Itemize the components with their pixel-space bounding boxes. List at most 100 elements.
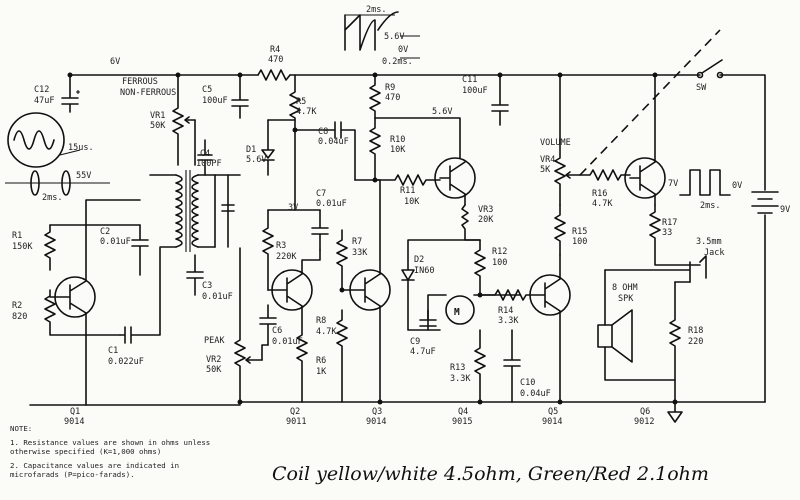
capacitor-c1 — [119, 247, 161, 344]
capacitor-c11 — [491, 74, 509, 126]
battery-9v — [751, 191, 779, 214]
label-r10-value: 10K — [390, 145, 406, 155]
label-r14-value: 3.3K — [498, 316, 519, 326]
transistor-q3 — [349, 179, 391, 403]
label-spk-line2: SPK — [618, 294, 634, 304]
note-capacitance: 2. Capacitance values are indicated in m… — [10, 461, 180, 479]
label-c11-value: 100uF — [462, 86, 488, 96]
q5-ref: Q5 — [548, 407, 558, 417]
label-r17: R17 — [662, 218, 677, 228]
label-r9-value: 470 — [385, 93, 400, 103]
label-c3-value: 0.01uF — [202, 292, 233, 302]
label-5-6v: 5.6V — [432, 107, 452, 117]
label-vr3: VR3 — [478, 205, 493, 215]
label-c9: C9 — [410, 337, 420, 347]
label-vr3-value: 20K — [478, 215, 494, 225]
switch-sw — [696, 59, 724, 79]
notes-block: NOTE: 1. Resistance values are shown in … — [10, 424, 220, 484]
audio-jack — [604, 255, 707, 283]
wf-top-period: 2ms. — [366, 5, 386, 15]
label-vr1: VR1 — [150, 111, 165, 121]
label-r13: R13 — [450, 363, 465, 373]
capacitor-c12 — [61, 74, 80, 113]
label-r15: R15 — [572, 227, 587, 237]
resistor-r2 — [44, 289, 121, 336]
label-c7-value: 0.01uF — [316, 199, 347, 209]
label-c2: C2 — [100, 227, 110, 237]
resistor-r14 — [479, 289, 531, 301]
note-resistance: 1. Resistance values are shown in ohms u… — [10, 438, 211, 456]
label-c4: C4 — [200, 149, 210, 159]
label-3v: 3V — [288, 203, 298, 213]
pot-vr3 — [461, 204, 481, 241]
zener-d1 — [231, 74, 296, 176]
capacitor-c2 — [131, 224, 149, 276]
label-c12: C12 — [34, 85, 49, 95]
label-r8-value: 4.7K — [316, 327, 337, 337]
resistor-r4 — [257, 69, 291, 81]
label-vr4-value: 5K — [540, 165, 551, 175]
capacitor-c7 — [311, 209, 329, 251]
q2-ref: Q2 — [290, 407, 300, 417]
label-r2-value: 820 — [12, 312, 27, 322]
label-r11-value: 10K — [404, 197, 420, 207]
resistor-r7 — [336, 229, 351, 291]
label-c3: C3 — [202, 281, 212, 291]
q4-ref: Q4 — [458, 407, 468, 417]
label-c1: C1 — [108, 346, 118, 356]
label-vr4: VR4 — [540, 155, 555, 165]
label-jack-line2: Jack — [704, 248, 724, 258]
label-ferrous: FERROUS — [122, 77, 158, 87]
label-r11: R11 — [400, 186, 415, 196]
label-c7: C7 — [316, 189, 326, 199]
speaker-8ohm — [597, 269, 676, 381]
label-jack-line1: 3.5mm — [696, 237, 722, 247]
label-r8: R8 — [316, 316, 326, 326]
transistor-labels: Q1 9014 Q2 9011 Q3 9014 Q4 9015 Q5 9014 … — [64, 407, 654, 427]
handwritten-coil-note: Coil yellow/white 4.5ohm, Green/Red 2.1o… — [272, 463, 709, 485]
label-r3: R3 — [276, 241, 286, 251]
label-spk-line1: 8 OHM — [612, 283, 638, 293]
label-c11: C11 — [462, 75, 477, 85]
wf-top-pulse: 0.2ms. — [382, 57, 413, 67]
label-r12-value: 100 — [492, 258, 507, 268]
q4-part: 9015 — [452, 417, 472, 427]
waveform-right — [679, 169, 731, 196]
resistor-r8 — [336, 309, 348, 403]
resistor-r17 — [649, 204, 701, 266]
ferrite-probe-left — [5, 170, 110, 196]
label-r18-value: 220 — [688, 337, 703, 347]
resistor-r10 — [369, 117, 461, 181]
resistor-r15 — [554, 204, 566, 256]
transistor-q4 — [434, 157, 476, 206]
q1-part: 9014 — [64, 417, 84, 427]
label-peak: PEAK — [204, 336, 225, 346]
pot-vr4 — [554, 74, 581, 206]
label-r1: R1 — [12, 231, 22, 241]
label-r16: R16 — [592, 189, 607, 199]
label-r2: R2 — [12, 301, 22, 311]
label-r4-value: 470 — [268, 55, 283, 65]
label-battery: 9V — [780, 205, 790, 215]
label-c10: C10 — [520, 378, 535, 388]
capacitor-c8 — [294, 121, 356, 181]
label-c12-value: 47uF — [34, 96, 54, 106]
waveform-top — [344, 11, 420, 59]
label-6v: 6V — [110, 57, 120, 67]
label-c8-value: 0.04uF — [318, 137, 349, 147]
label-nonferrous: NON-FERROUS — [120, 88, 176, 98]
wf-left-burst: 2ms. — [42, 193, 62, 203]
resistor-r1 — [44, 224, 141, 271]
wf-right-amplitude: 7V — [668, 179, 678, 189]
wf-right-zero: 0V — [732, 181, 742, 191]
search-coil-assembly — [149, 170, 241, 252]
label-c6-value: 0.01uF — [272, 337, 303, 347]
resistor-r5 — [289, 74, 301, 211]
oscillator-waveform-bubble — [7, 112, 81, 168]
label-c10-value: 0.04uF — [520, 389, 551, 399]
resistor-r3 — [262, 209, 321, 291]
resistor-r9 — [369, 74, 381, 119]
label-r13-value: 3.3K — [450, 374, 471, 384]
